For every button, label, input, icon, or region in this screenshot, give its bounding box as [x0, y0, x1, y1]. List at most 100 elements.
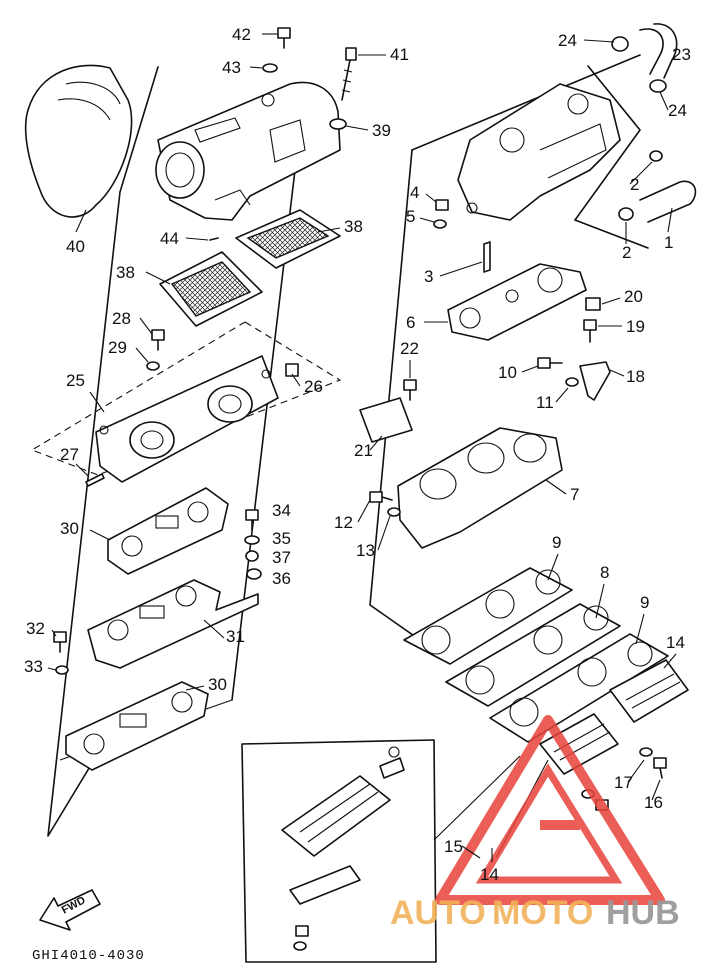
screw-42 [277, 27, 291, 49]
plate-31 [87, 579, 259, 669]
bolt-41 [341, 47, 357, 101]
screw-16 [653, 757, 667, 779]
intake-manifold-7 [397, 427, 563, 549]
callout-25: 25 [66, 371, 85, 390]
screen-38-upper [235, 209, 341, 269]
callout-14b: 14 [480, 865, 499, 884]
callout-34: 34 [272, 501, 291, 520]
callout-1: 1 [664, 233, 673, 252]
collar-39 [329, 118, 347, 130]
bracket-21 [359, 397, 413, 443]
plug-26 [285, 363, 299, 377]
screen-38-lower [159, 251, 263, 327]
bolt-34 [245, 509, 259, 531]
callout-42: 42 [232, 25, 251, 44]
clamp-24-upper [611, 36, 629, 52]
pin-27 [85, 473, 105, 487]
callout-7: 7 [570, 485, 579, 504]
reed-valve-assembly-inset [241, 739, 549, 963]
callout-15: 15 [444, 837, 463, 856]
bracket-18 [579, 361, 611, 401]
gasket-9-lower [489, 633, 669, 743]
callout-21: 21 [354, 441, 373, 460]
hose-1 [639, 180, 697, 223]
watermark-text: AUTO MOTO HUB [390, 894, 680, 932]
gasket-30-upper [107, 487, 229, 575]
washer-17 [639, 747, 653, 757]
bolt-22 [403, 379, 417, 401]
callout-29: 29 [108, 338, 127, 357]
clamp-2-lower [618, 207, 634, 221]
callout-38b: 38 [116, 263, 135, 282]
callout-20: 20 [624, 287, 643, 306]
callout-6: 6 [406, 313, 415, 332]
nut-4 [435, 199, 449, 211]
callout-8: 8 [600, 563, 609, 582]
washer-11 [565, 377, 579, 387]
hose-23 [639, 23, 678, 79]
washer-33 [55, 665, 69, 675]
washer-43 [262, 63, 278, 73]
callout-5: 5 [406, 207, 415, 226]
callout-30a: 30 [60, 519, 79, 538]
callout-30b: 30 [208, 675, 227, 694]
callout-44: 44 [160, 229, 179, 248]
clamp-24-lower [649, 79, 667, 93]
fwd-arrow-icon: FWD [39, 889, 101, 931]
callout-9b: 9 [640, 593, 649, 612]
callout-26: 26 [304, 377, 323, 396]
callout-41: 41 [390, 45, 409, 64]
watermark-part1: AUTO [390, 894, 486, 932]
callout-12: 12 [334, 513, 353, 532]
diagram-code: GHI4010-4030 [32, 948, 145, 964]
nut-37 [245, 550, 259, 562]
callout-18: 18 [626, 367, 645, 386]
callout-10: 10 [498, 363, 517, 382]
gasket-8 [445, 603, 621, 707]
callout-27: 27 [60, 445, 79, 464]
watermark-part3: HUB [606, 894, 680, 932]
callout-17: 17 [614, 773, 633, 792]
adapter-plate-25 [95, 355, 279, 483]
silencer-case [155, 81, 341, 221]
callout-39: 39 [372, 121, 391, 140]
callout-13: 13 [356, 541, 375, 560]
bolt-32 [53, 631, 67, 653]
watermark-part2: MOTO [492, 894, 593, 932]
bolt-12 [369, 491, 393, 503]
clamp-2-upper [649, 150, 663, 162]
bolt-10 [537, 357, 563, 369]
callout-33: 33 [24, 657, 43, 676]
reed-valve-14-upper [609, 659, 689, 723]
callout-38a: 38 [344, 217, 363, 236]
bolt-28 [151, 329, 165, 351]
gasket-9-upper [403, 567, 573, 665]
callout-16: 16 [644, 793, 663, 812]
callout-3: 3 [424, 267, 433, 286]
callout-24b: 24 [668, 101, 687, 120]
callout-43: 43 [222, 58, 241, 77]
callout-35: 35 [272, 529, 291, 548]
washer-36 [246, 568, 262, 580]
callout-36: 36 [272, 569, 291, 588]
washer-5 [433, 219, 447, 229]
water-manifold [457, 83, 621, 221]
callout-4: 4 [410, 183, 419, 202]
callout-28: 28 [112, 309, 131, 328]
callout-22: 22 [400, 339, 419, 358]
washer-13 [387, 507, 401, 517]
callout-37: 37 [272, 548, 291, 567]
callout-11: 11 [536, 393, 554, 412]
callout-23: 23 [672, 45, 691, 64]
callout-31: 31 [226, 627, 245, 646]
callout-32: 32 [26, 619, 45, 638]
callout-40: 40 [66, 237, 85, 256]
clip-44 [209, 237, 219, 241]
callout-14a: 14 [666, 633, 685, 652]
washer-29 [146, 361, 160, 371]
gasket-6 [447, 263, 587, 341]
callout-2b: 2 [622, 243, 631, 262]
callout-9a: 9 [552, 533, 561, 552]
watermark-logo-icon [435, 715, 665, 905]
callout-24a: 24 [558, 31, 577, 50]
